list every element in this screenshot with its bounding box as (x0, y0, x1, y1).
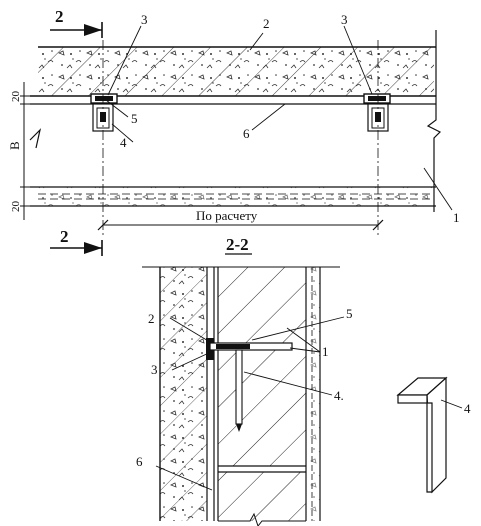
plan-label-3-right: 3 (341, 12, 348, 27)
anchor-right (363, 93, 391, 132)
section-label-3: 3 (151, 362, 158, 377)
section-label-4: 4. (334, 388, 344, 403)
plan-label-6: 6 (243, 126, 250, 141)
section-title: 2-2 (226, 235, 249, 254)
section-label-1: 1 (322, 344, 329, 359)
plan-label-5: 5 (131, 111, 138, 126)
plan-label-2: 2 (263, 16, 270, 31)
dim-calc-label: По расчету (196, 208, 258, 223)
plan-label-3-left: 3 (141, 12, 148, 27)
detail-label-4: 4 (464, 401, 471, 416)
plan-section-mark-bottom: 2 (60, 227, 69, 246)
section-label-6: 6 (136, 454, 143, 469)
plan-label-4: 4 (120, 135, 127, 150)
section-anchor (206, 338, 293, 432)
dim-middle-b: B (7, 141, 22, 150)
section-view: 2-2 (136, 235, 353, 526)
section-label-5: 5 (346, 306, 353, 321)
section-label-2: 2 (148, 311, 155, 326)
detail-hook: 4 (396, 376, 471, 494)
plan-section-mark-top: 2 (55, 7, 64, 26)
panel-1-strip (38, 187, 434, 206)
dim-top-20: 20 (10, 91, 22, 103)
plan-label-1: 1 (453, 210, 460, 225)
break-line-left (29, 128, 42, 149)
plan-view: 2 2 3 2 3 5 4 6 1 20 B 20 По расчету (7, 7, 460, 256)
dim-bottom-20: 20 (10, 201, 22, 213)
panel-2-hatch (38, 47, 434, 96)
section-arrow-bottom (84, 242, 102, 254)
break-line-right (426, 30, 442, 212)
section-panel-1-upper (218, 267, 306, 466)
section-arrow-top (84, 24, 102, 36)
section-panel-1-lower (218, 472, 306, 521)
